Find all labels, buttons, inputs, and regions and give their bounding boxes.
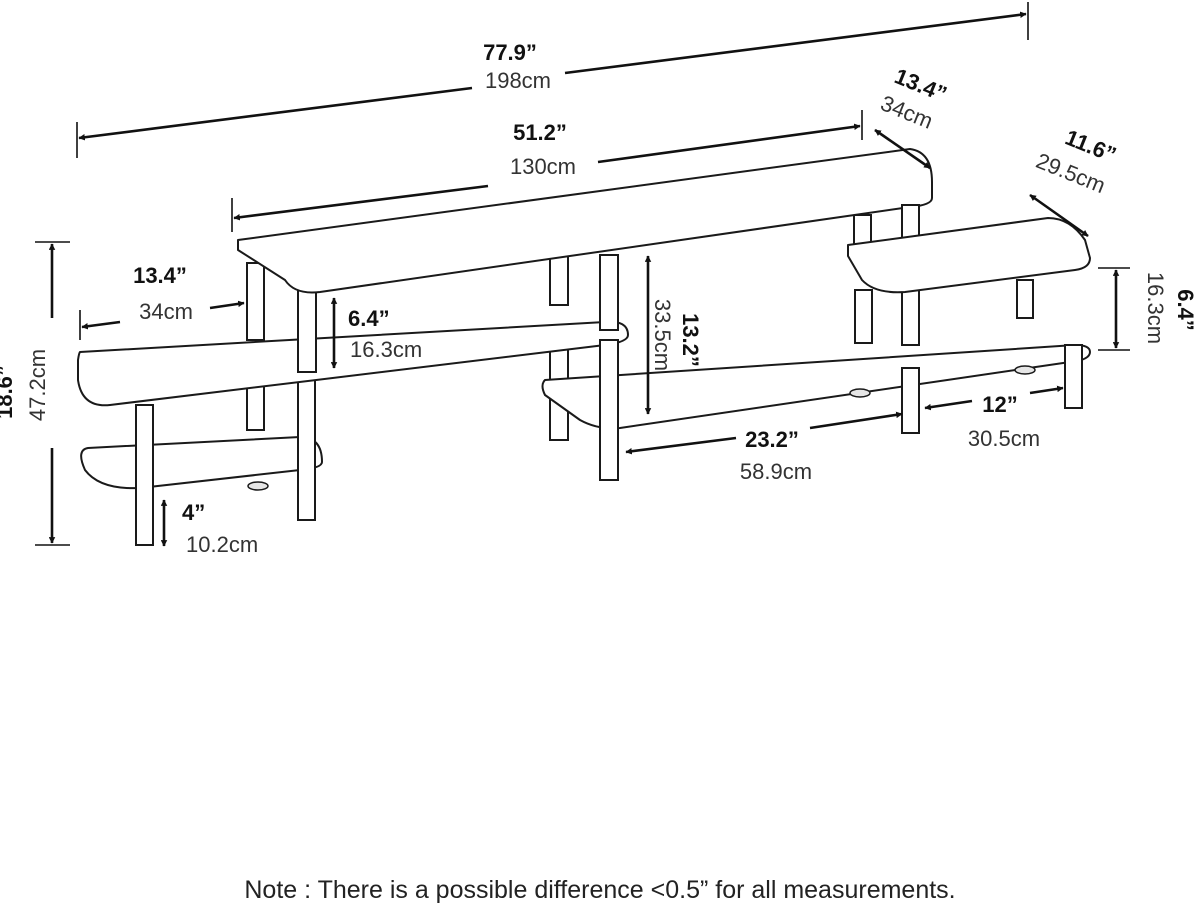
right-upper-shelf [847,217,1091,294]
center-front-leg [599,339,619,481]
right-shelf-back-post [1016,279,1034,319]
right-back-post [853,214,872,246]
center-width-inch-label: 23.2” [745,427,799,452]
right-width-line-right [1029,385,1064,395]
top-width-line-left [233,184,489,221]
right-foot-glide [1014,365,1036,375]
center-bottom-shelf [541,344,1091,430]
total-width-cm-label: 198cm [485,68,551,93]
total-height-cm-label: 47.2cm [25,349,50,421]
center-height-inch-label: 13.2” [678,313,703,367]
left-front-leg [135,404,154,546]
center-height-cm-label: 33.5cm [650,299,675,371]
left-depth-line-right [209,300,245,310]
top-board [237,148,933,294]
tv-stand-illustration [77,148,1091,546]
right-shelf-gap-inch-label: 6.4” [1173,289,1198,331]
dimension-lines [35,2,1130,547]
bottom-clearance-cm-label: 10.2cm [186,532,258,557]
right-upper-back-post [854,289,873,344]
right-width-line-left [924,399,973,411]
top-center-front-post [599,254,619,331]
left-shelf-gap-cm-label: 16.3cm [350,337,422,362]
total-width-line-left [78,86,473,141]
right-shelf-gap-cm-label: 16.3cm [1143,272,1168,344]
top-width-line-right [597,123,861,164]
left-depth-line-left [81,320,121,330]
center-back-post [549,254,569,306]
center-width-line-right [809,411,903,430]
left-lower-back-post [246,384,265,431]
right-front-leg [901,367,920,434]
right-outer-leg [1064,344,1083,409]
left-main-shelf [77,320,629,407]
dimension-labels: 77.9” 198cm 51.2” 130cm 13.4” 34cm 11.6”… [0,40,1198,557]
left-shelf-gap-inch-label: 6.4” [348,306,390,331]
left-back-post [246,262,265,341]
top-width-inch-label: 51.2” [513,120,567,145]
top-depth-line [874,128,931,170]
center-foot-glide [849,388,871,398]
center-width-line-left [625,436,737,455]
total-height-inch-label: 18.6” [0,365,17,419]
top-width-cm-label: 130cm [510,154,576,179]
left-bottom-shelf [80,436,323,490]
right-depth-line [1029,193,1089,238]
top-left-front-post [297,281,317,373]
left-depth-cm-label: 34cm [139,299,193,324]
total-width-inch-label: 77.9” [483,40,537,65]
left-depth-inch-label: 13.4” [133,263,187,288]
right-width-cm-label: 30.5cm [968,426,1040,451]
center-width-cm-label: 58.9cm [740,459,812,484]
left-foot-glide [247,481,269,491]
left-inner-front-leg [297,379,316,521]
right-width-inch-label: 12” [982,392,1017,417]
bottom-clearance-inch-label: 4” [182,500,205,525]
total-width-line-right [564,11,1027,75]
measurement-note: Note : There is a possible difference <0… [244,876,956,904]
